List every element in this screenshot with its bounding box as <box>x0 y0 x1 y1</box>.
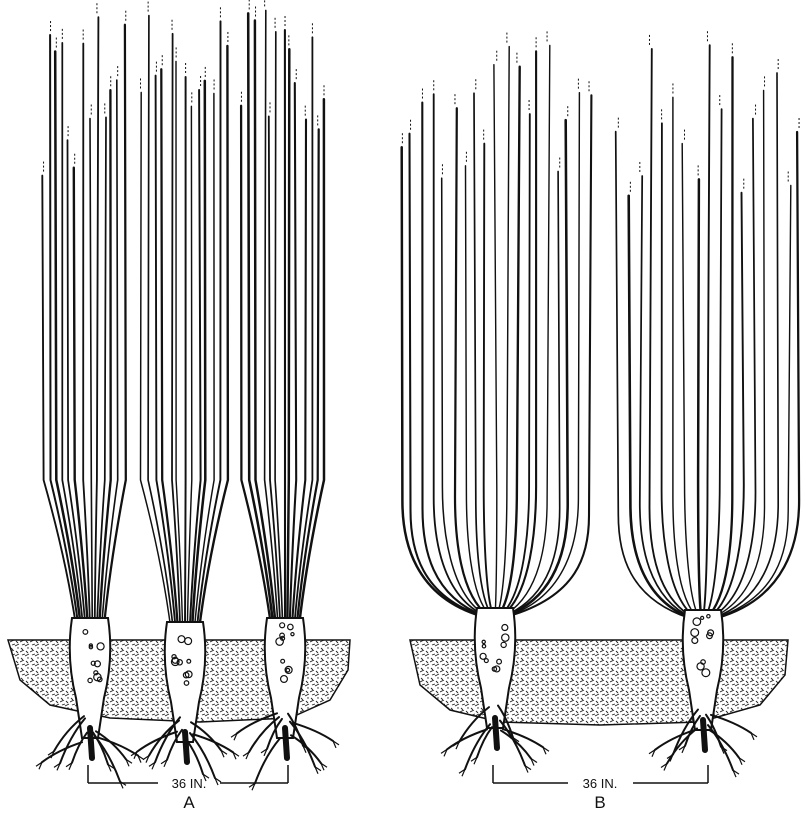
spacing-dimension-b: 36 IN. <box>493 765 708 791</box>
panel-label-b: B <box>594 793 605 812</box>
spacing-label-a: 36 IN. <box>172 776 207 791</box>
panel-label-a: A <box>183 793 195 812</box>
spacing-label-b: 36 IN. <box>583 776 618 791</box>
soil-area-b <box>410 640 788 725</box>
panel-a: 36 IN. A <box>8 0 350 812</box>
panel-b: 36 IN. B <box>402 31 799 812</box>
